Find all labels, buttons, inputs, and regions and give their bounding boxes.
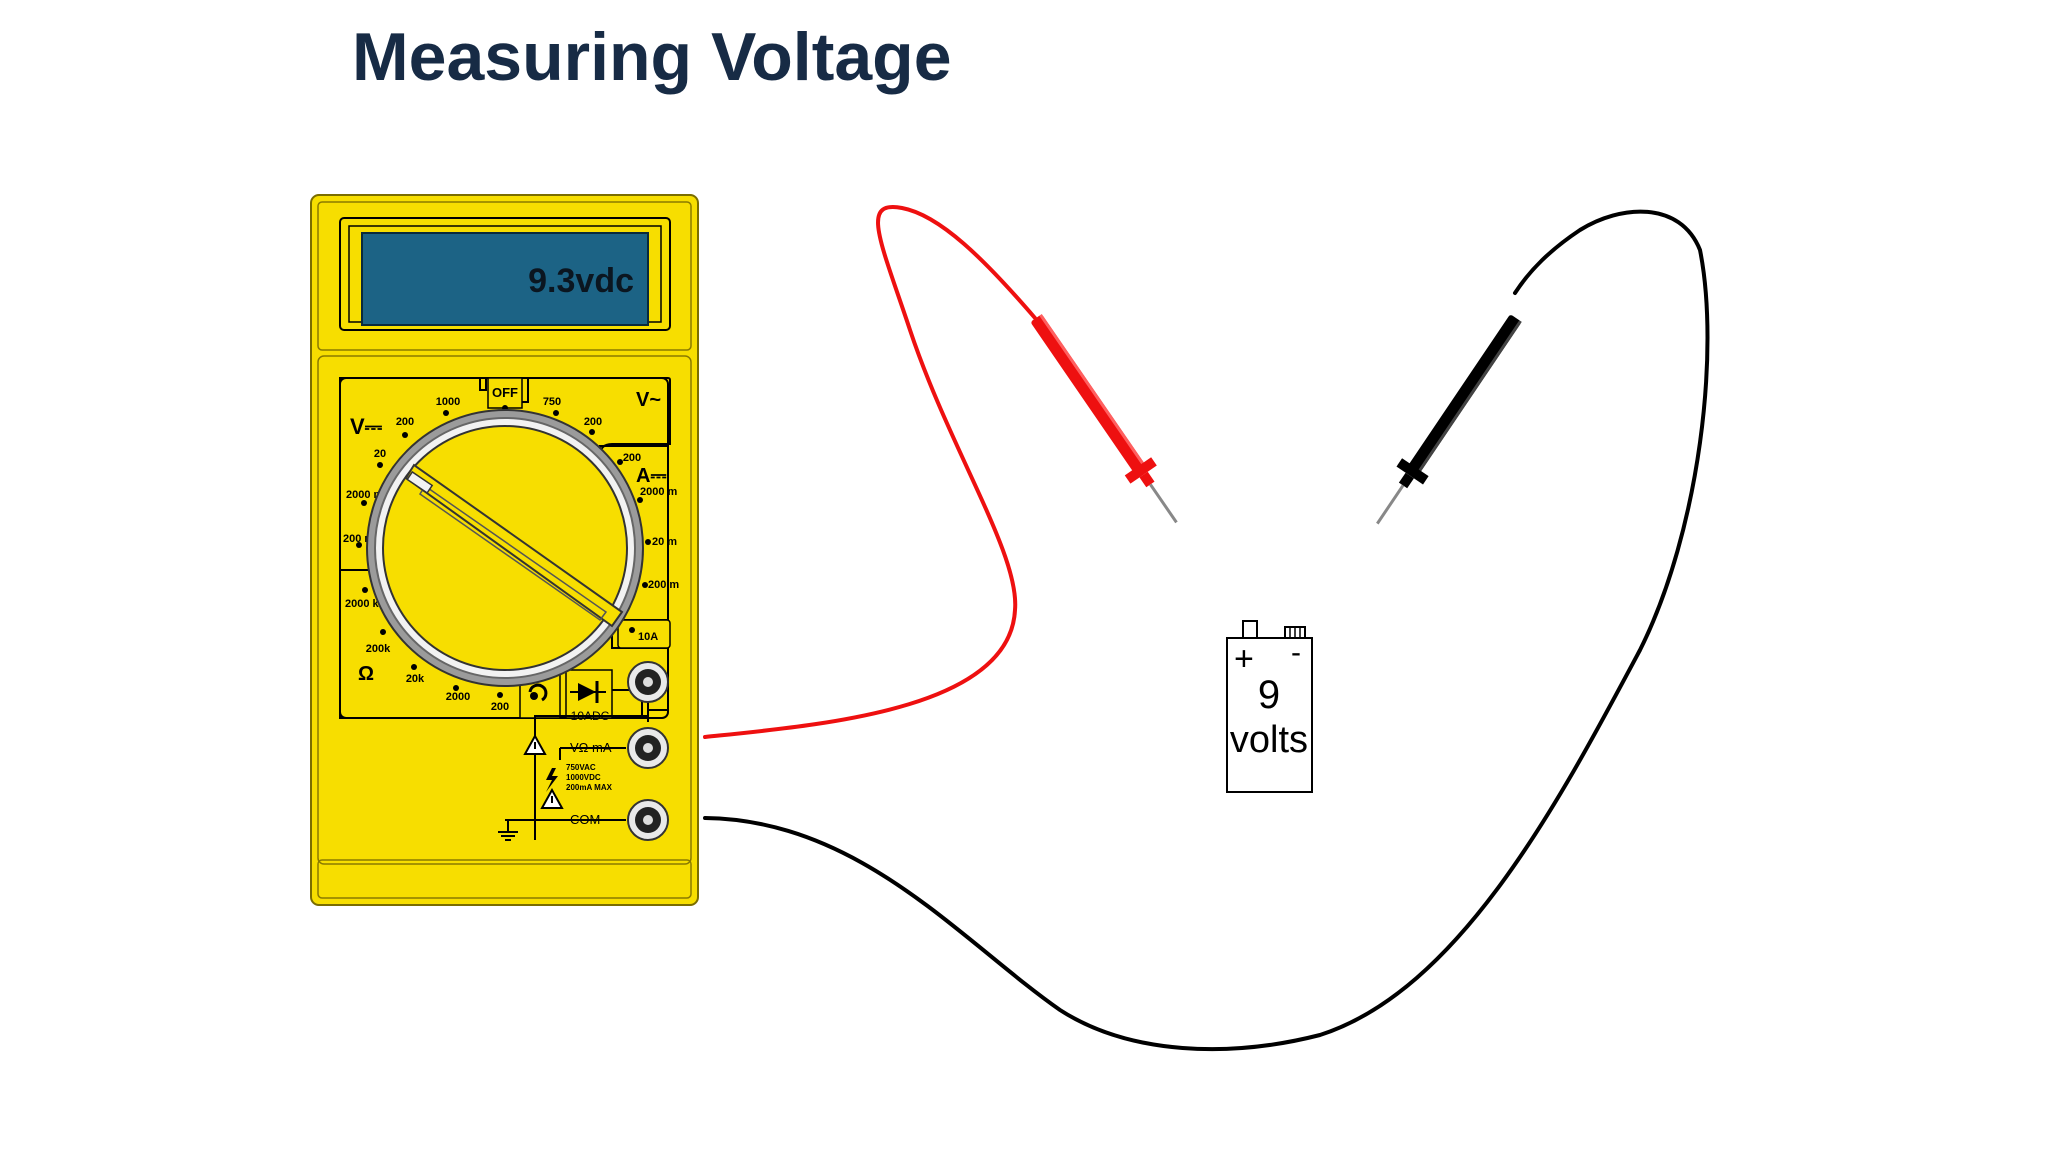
- label-vdc-2000m: 2000 m: [346, 489, 384, 501]
- multimeter: 9.3vdc OFF V⎓ V~ A⎓ Ω 1000 200 20 2000 m…: [310, 194, 699, 906]
- battery-body: [1226, 637, 1313, 793]
- jack-wiring: [505, 690, 649, 840]
- warning-icon: [523, 733, 547, 755]
- warning-icon: [540, 787, 564, 809]
- label-vdc-1000: 1000: [436, 396, 460, 408]
- battery-9v: + - 9 volts: [1226, 620, 1313, 793]
- label-vac-750: 750: [543, 396, 561, 408]
- label-a-2000m: 2000 m: [640, 486, 678, 498]
- battery-voltage-value: 9: [1258, 673, 1280, 717]
- jack-label-com: COM: [570, 812, 600, 827]
- lightning-icon: [546, 768, 558, 792]
- label-a-200m: 200 m: [648, 579, 679, 591]
- dial-pointer: [406, 470, 434, 494]
- black-lead-wire: [703, 209, 1710, 1052]
- jack-10adc[interactable]: [627, 661, 669, 703]
- red-lead-wire: [703, 205, 1037, 739]
- rating-ma: 200mA MAX: [566, 783, 613, 792]
- diode-icon: [570, 681, 606, 703]
- rating-dc: 1000VDC: [566, 773, 601, 782]
- jack-label-10adc: 10ADC: [571, 709, 610, 723]
- label-off: OFF: [492, 385, 518, 400]
- label-ohm-2000k: 2000 k: [345, 598, 380, 610]
- battery-minus-sign: -: [1291, 636, 1301, 669]
- label-ohm: Ω: [358, 663, 374, 685]
- slide-title: Measuring Voltage: [352, 19, 952, 95]
- battery-negative-terminal: [1284, 626, 1306, 639]
- jack-com[interactable]: [627, 799, 669, 841]
- label-vac-200: 200: [584, 416, 602, 428]
- label-ohm-2000: 2000: [446, 691, 470, 703]
- rating-ac: 750VAC: [566, 763, 596, 772]
- lcd-display: [361, 232, 649, 326]
- label-ohm-20k: 20k: [406, 673, 425, 685]
- label-ohm-200: 200: [491, 701, 509, 713]
- label-ohm-200k: 200k: [366, 643, 391, 655]
- jack-label-vohm-ma: VΩ mA: [570, 740, 612, 755]
- dial-detents: [356, 405, 651, 698]
- battery-positive-terminal: [1242, 620, 1258, 639]
- battery-plus-sign: +: [1234, 640, 1254, 678]
- continuity-buzzer-icon: [528, 683, 548, 702]
- battery-voltage-unit: volts: [1230, 719, 1308, 761]
- label-a-20m: 20 m: [652, 536, 677, 548]
- jack-vohm-ma[interactable]: [627, 727, 669, 769]
- label-vdc-20: 20: [374, 448, 386, 460]
- label-a-200: 200: [623, 452, 641, 464]
- rotary-selector-dial[interactable]: [366, 409, 644, 687]
- label-a-dc: A⎓: [636, 465, 666, 487]
- label-v-ac: V~: [636, 389, 661, 411]
- label-a-10: 10A: [638, 631, 658, 643]
- lcd-reading: 9.3vdc: [528, 262, 634, 300]
- red-probe[interactable]: [1023, 309, 1190, 532]
- label-vdc-200: 200: [396, 416, 414, 428]
- label-v-dc: V⎓: [350, 414, 383, 439]
- black-probe[interactable]: [1364, 309, 1529, 532]
